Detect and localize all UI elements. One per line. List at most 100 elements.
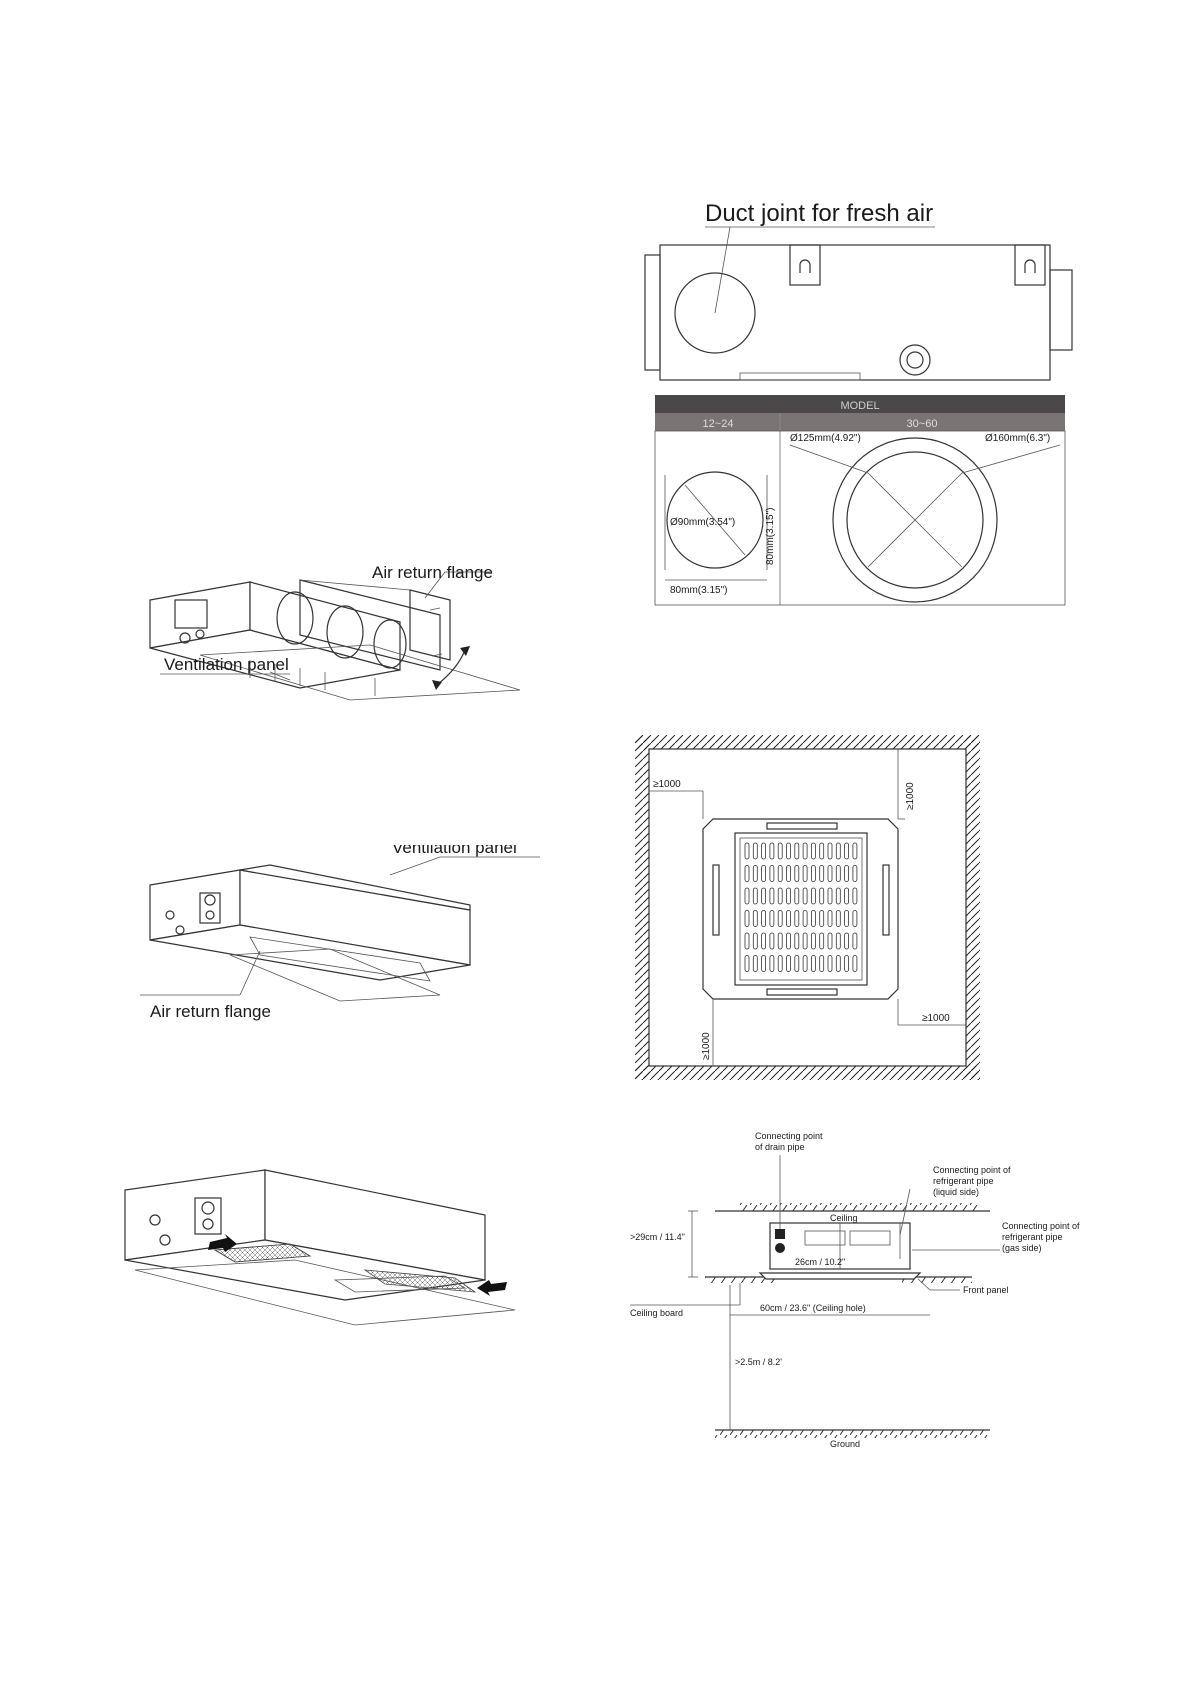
figure-air-return-airflow <box>124 1169 516 1326</box>
grille-slot <box>802 842 808 860</box>
grille-slot <box>769 887 775 905</box>
gas-label-1: Connecting point of <box>1002 1221 1080 1231</box>
gas-label-2: refrigerant pipe <box>1002 1232 1063 1242</box>
grille-slot <box>835 910 841 927</box>
air-return-flange-label-2: Air return flange <box>150 1002 271 1021</box>
grille-slot <box>777 910 783 927</box>
clearance-right-label: ≥1000 <box>922 1013 950 1024</box>
grille-slot <box>835 955 841 972</box>
grille-slot <box>810 955 816 972</box>
grille-slot <box>761 865 766 882</box>
grille-slot <box>852 955 858 972</box>
grille-slot <box>810 910 816 927</box>
ventilation-panel-label-2: Ventilation panel <box>392 845 517 857</box>
grille-slot <box>769 932 775 950</box>
grille-slot <box>744 887 750 905</box>
grille-slot <box>752 865 758 882</box>
grille-slot <box>827 842 833 860</box>
grille-slot <box>835 842 841 860</box>
grille-slot <box>794 887 800 905</box>
grille-slot <box>769 842 775 860</box>
grille-slot <box>786 865 791 882</box>
liquid-label-1: Connecting point of <box>933 1165 1011 1175</box>
model-header: MODEL <box>840 400 879 412</box>
grille-slot <box>786 842 791 860</box>
ceiling-hole-label: 60cm / 23.6" (Ceiling hole) <box>760 1303 866 1313</box>
grille-slot <box>844 887 850 905</box>
grille-slot <box>744 842 750 860</box>
grille-slot <box>844 910 850 927</box>
grille-slot <box>827 910 833 927</box>
grille-slot <box>810 887 816 905</box>
grille-slot <box>794 932 800 950</box>
figure-ceiling-section: Connecting point of drain pipe Connectin… <box>630 1131 1080 1449</box>
grille-slot <box>852 910 858 927</box>
grille-slot <box>819 865 825 882</box>
gas-label-3: (gas side) <box>1002 1243 1042 1253</box>
grille-slot <box>802 887 808 905</box>
grille-slot <box>844 955 850 972</box>
grille-slot <box>761 932 766 950</box>
drain-label-2: of drain pipe <box>755 1142 805 1152</box>
grille-slot <box>744 955 750 972</box>
floor-height-label: >2.5m / 8.2' <box>735 1357 782 1367</box>
front-panel-label: Front panel <box>963 1285 1009 1295</box>
grille-slot <box>761 887 766 905</box>
grille-slot <box>786 887 791 905</box>
grille-slot <box>802 865 808 882</box>
grille-slot <box>802 955 808 972</box>
grille-slot <box>761 955 766 972</box>
ventilation-panel-label: Ventilation panel <box>164 655 289 674</box>
figure-installation-clearance: ≥1000 ≥1000 ≥1000 ≥1000 <box>635 735 980 1080</box>
air-return-flange-label: Air return flange <box>372 563 493 582</box>
large-inner-diameter-label: Ø125mm(4.92") <box>790 433 861 444</box>
grille-slot <box>827 932 833 950</box>
grille-slot <box>752 955 758 972</box>
duct-joint-title: Duct joint for fresh air <box>705 200 933 227</box>
model-large-col: 30~60 <box>907 418 938 430</box>
grille-slot <box>794 842 800 860</box>
grille-slot <box>819 932 825 950</box>
grille-slot <box>794 910 800 927</box>
clearance-bottom-label: ≥1000 <box>701 1032 712 1060</box>
grille-slot <box>844 842 850 860</box>
cassette-grille <box>739 837 863 981</box>
ground-label: Ground <box>830 1439 860 1449</box>
small-width-label: 80mm(3.15") <box>670 585 727 596</box>
small-height-label: 80mm(3.15") <box>765 508 776 565</box>
grille-slot <box>752 932 758 950</box>
grille-slot <box>810 865 816 882</box>
grille-slot <box>827 865 833 882</box>
liquid-label-3: (liquid side) <box>933 1187 979 1197</box>
grille-slot <box>844 932 850 950</box>
grille-slot <box>786 910 791 927</box>
grille-slot <box>810 932 816 950</box>
grille-slot <box>777 842 783 860</box>
grille-slot <box>752 910 758 927</box>
grille-slot <box>761 842 766 860</box>
grille-slot <box>835 887 841 905</box>
grille-slot <box>752 887 758 905</box>
grille-slot <box>827 887 833 905</box>
grille-slot <box>769 865 775 882</box>
grille-slot <box>786 932 791 950</box>
grille-slot <box>802 910 808 927</box>
height-label: >29cm / 11.4" <box>630 1232 685 1242</box>
figure-air-return-flange-exploded: Air return flange Ventilation panel <box>149 563 521 701</box>
grille-slot <box>852 887 858 905</box>
unit-height-label: 26cm / 10.2" <box>795 1257 845 1267</box>
grille-slot <box>744 932 750 950</box>
small-diameter-label: Ø90mm(3.54") <box>670 517 735 528</box>
grille-slot <box>852 842 858 860</box>
grille-slot <box>777 932 783 950</box>
grille-slot <box>827 955 833 972</box>
grille-slot <box>777 887 783 905</box>
grille-slot <box>819 887 825 905</box>
figure-duct-joint-fresh-air: Duct joint for fresh air MODEL 12~24 30~… <box>644 200 1073 606</box>
grille-slot <box>769 910 775 927</box>
grille-slot <box>819 910 825 927</box>
grille-slot <box>852 932 858 950</box>
grille-slot <box>794 955 800 972</box>
ceiling-label: Ceiling <box>830 1213 858 1223</box>
